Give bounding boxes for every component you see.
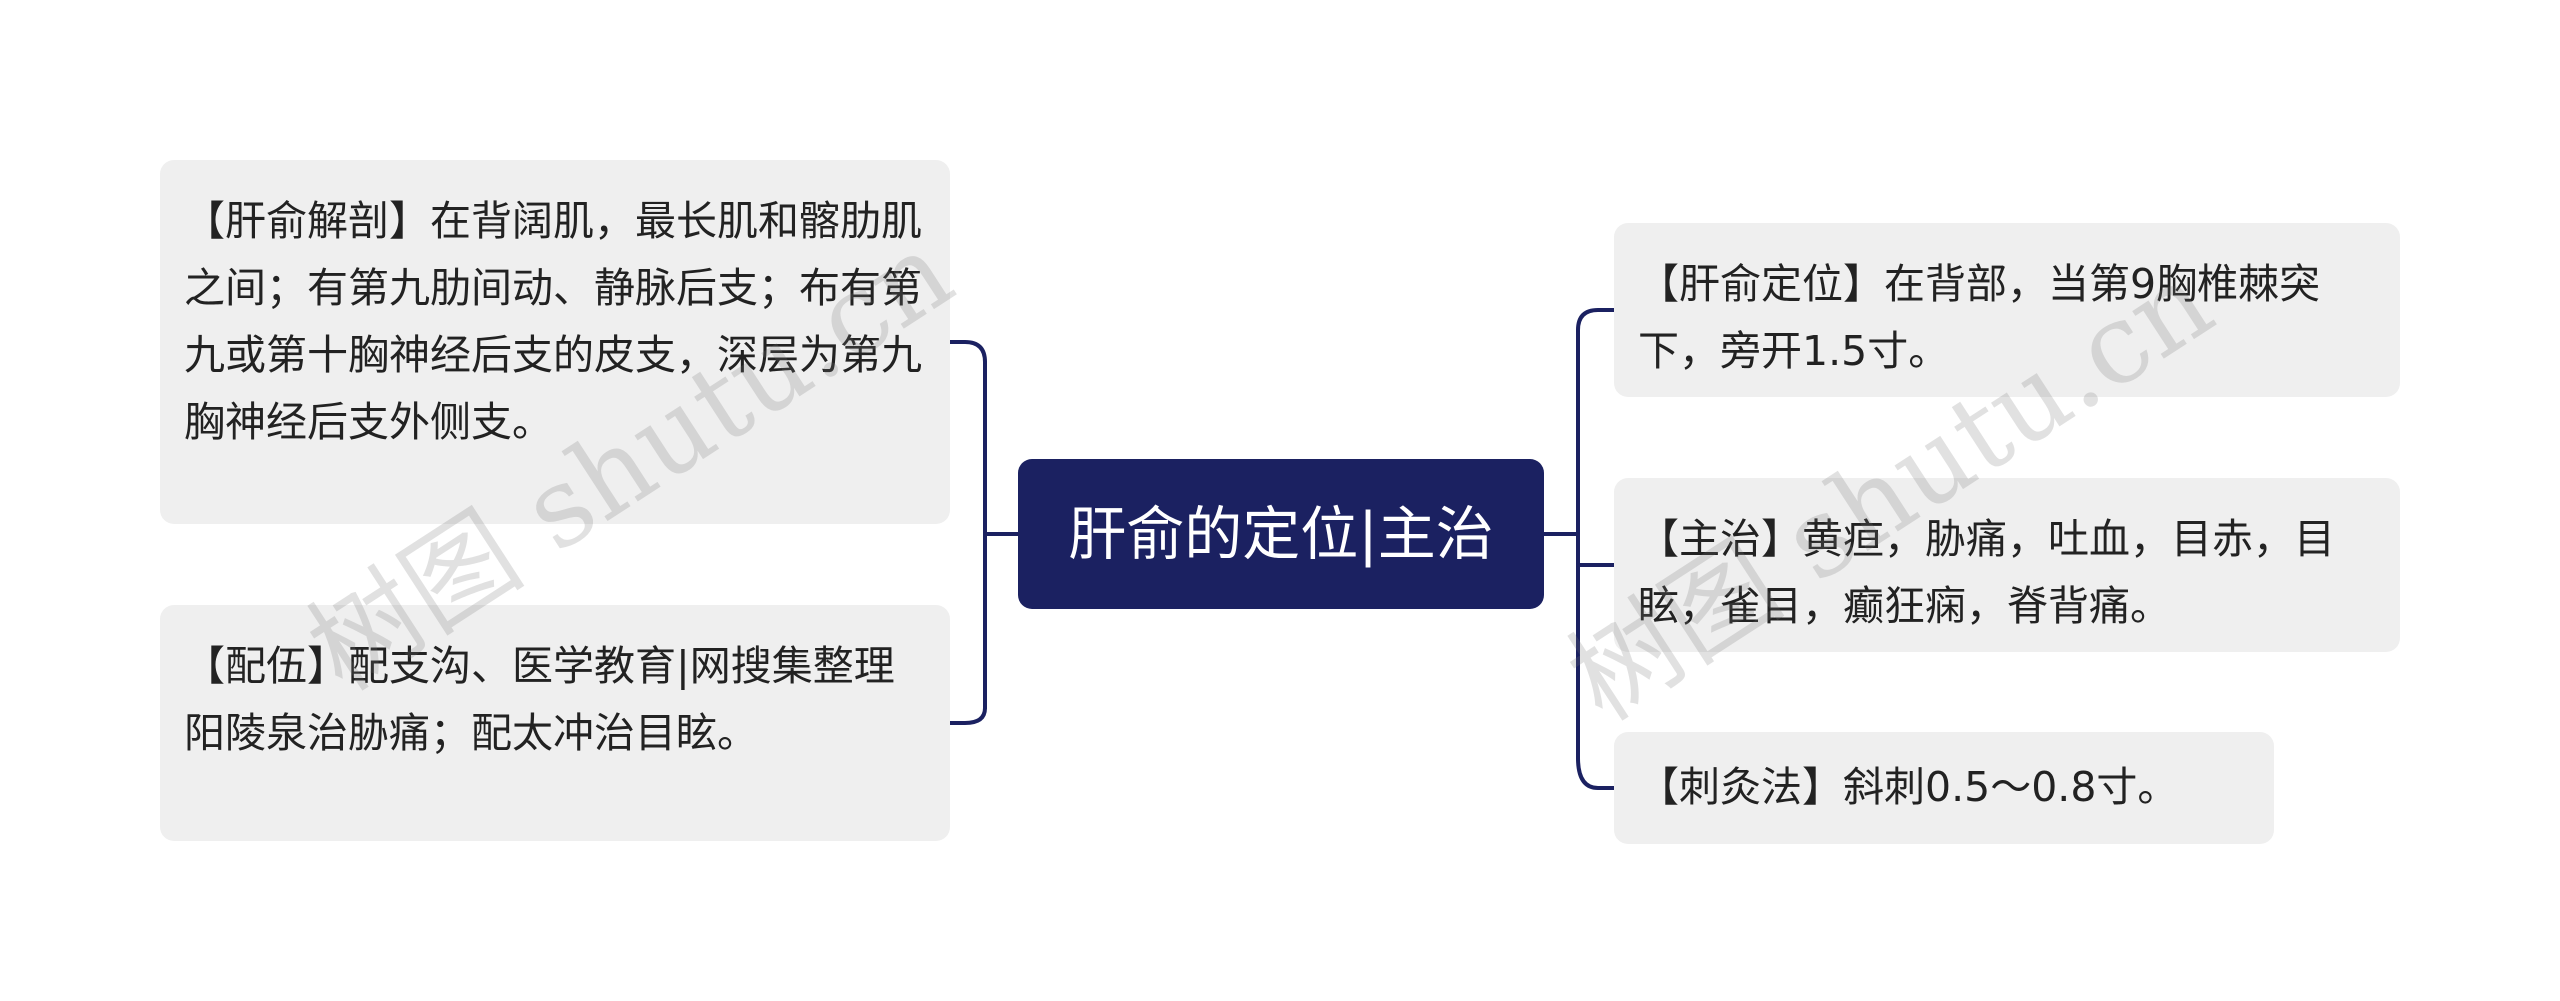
topic-combination[interactable]: 【配伍】配支沟、医学教育|网搜集整理阳陵泉治胁痛；配太冲治目眩。 xyxy=(160,605,950,841)
connector-left-anatomy xyxy=(948,340,987,364)
connector-right-locate xyxy=(1576,308,1616,332)
connector-left-combo xyxy=(948,706,987,725)
topic-needling-method[interactable]: 【刺灸法】斜刺0.5～0.8寸。 xyxy=(1614,732,2274,844)
central-topic[interactable]: 肝俞的定位|主治 xyxy=(1018,459,1544,609)
topic-location[interactable]: 【肝俞定位】在背部，当第9胸椎棘突下，旁开1.5寸。 xyxy=(1614,223,2400,397)
topic-indications[interactable]: 【主治】黄疸，胁痛，吐血，目赤，目眩，雀目，癫狂痫，脊背痛。 xyxy=(1614,478,2400,652)
connector-right-needle xyxy=(1576,756,1616,790)
topic-anatomy[interactable]: 【肝俞解剖】在背阔肌，最长肌和髂肋肌之间；有第九肋间动、静脉后支；布有第九或第十… xyxy=(160,160,950,524)
